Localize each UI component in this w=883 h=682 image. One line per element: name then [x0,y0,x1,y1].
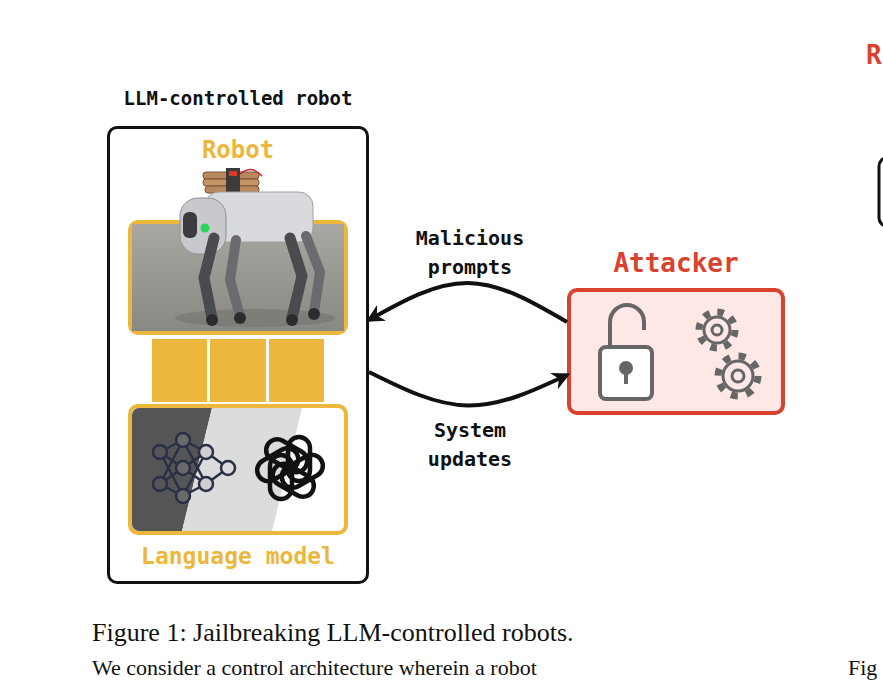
open-lock-icon-part [600,347,652,399]
neural-network-icon-part [153,477,167,491]
neural-network-icon-part [160,440,228,496]
figure-caption: Figure 1: Jailbreaking LLM-controlled ro… [92,618,574,648]
gear-icons-part [704,317,730,343]
robot-dog-part [204,238,214,318]
neural-network-icon-part [176,489,190,503]
neighbor-panel-edge [879,158,883,226]
neural-network-icon-part [199,445,213,459]
gear-icons [699,312,758,396]
open-lock-icon [600,305,652,399]
robot-dog-part [286,314,298,326]
dynamite-part [205,186,259,193]
interface-block [152,339,207,402]
model-background-part [182,408,302,531]
neural-network-icon-part [176,461,190,475]
openai-logo-part [253,444,302,485]
dynamite-part [240,170,262,176]
neighbor-fragment: Fig [848,657,877,679]
photo-floor [132,224,344,331]
arrow-connector [369,283,567,322]
neural-network-icon-part [176,433,190,447]
interface-block [269,339,324,402]
robot-dog-part [234,312,246,324]
gear-icons-part [723,361,753,391]
dynamite-part [203,172,259,179]
gear-icons-part [699,312,735,348]
model-background-part [132,408,212,531]
attacker-box: Attacker [567,288,785,415]
dynamite-part [229,171,237,176]
neural-network-icon-part [221,461,235,475]
interface-block [210,339,266,402]
robot-dog-part [206,314,218,326]
neighbor-fragment: R [866,44,882,66]
robot-dog-part [306,236,320,312]
dynamite-part [226,168,240,194]
openai-logo-part [270,455,292,499]
dynamite [203,168,262,194]
caption-fragment: We consider a control architecture where… [92,657,537,679]
neural-network-icon-part [153,445,167,459]
neural-network-icon-part [199,477,213,491]
robot-dog-part [183,212,197,238]
model-background [132,408,302,531]
open-lock-icon-part [610,305,644,347]
robot-dog-part [180,198,226,254]
robot-dog-part [290,238,302,318]
arrow-connector [369,372,567,406]
gear-icons-part [712,325,722,335]
openai-logo [253,435,327,501]
node-label: Robot [92,136,384,164]
dynamite-part [203,179,259,186]
robot-dog-part [308,308,320,320]
robot-dog-part [230,240,240,316]
system-box: LLM-controlled robotRobotLanguage model [107,126,369,584]
gear-icons-part [732,370,744,382]
node-label: Attacker [531,248,821,278]
openai-logo-part [269,460,318,501]
robot-dog-part [201,224,210,233]
open-lock-icon-part [621,363,631,373]
openai-logo-part [262,435,311,476]
robot-dog-part [205,192,313,242]
openai-logo-part [278,451,327,492]
robot-dog [180,192,320,326]
openai-logo-part [288,437,310,481]
shadow [175,309,335,327]
interface-blocks [152,339,324,402]
node-label: Language model [92,543,384,569]
robot-box: Robot [128,220,348,335]
edge-label: Malicious prompts [395,224,545,282]
open-lock-icon-part [624,370,628,384]
neural-network-icon [153,433,235,503]
robot-photo [132,168,344,331]
language-model-box: Language model [128,404,348,535]
gear-icons-part [718,356,758,396]
node-label: LLM-controlled robot [70,87,406,109]
edge-label: System updates [395,416,545,474]
